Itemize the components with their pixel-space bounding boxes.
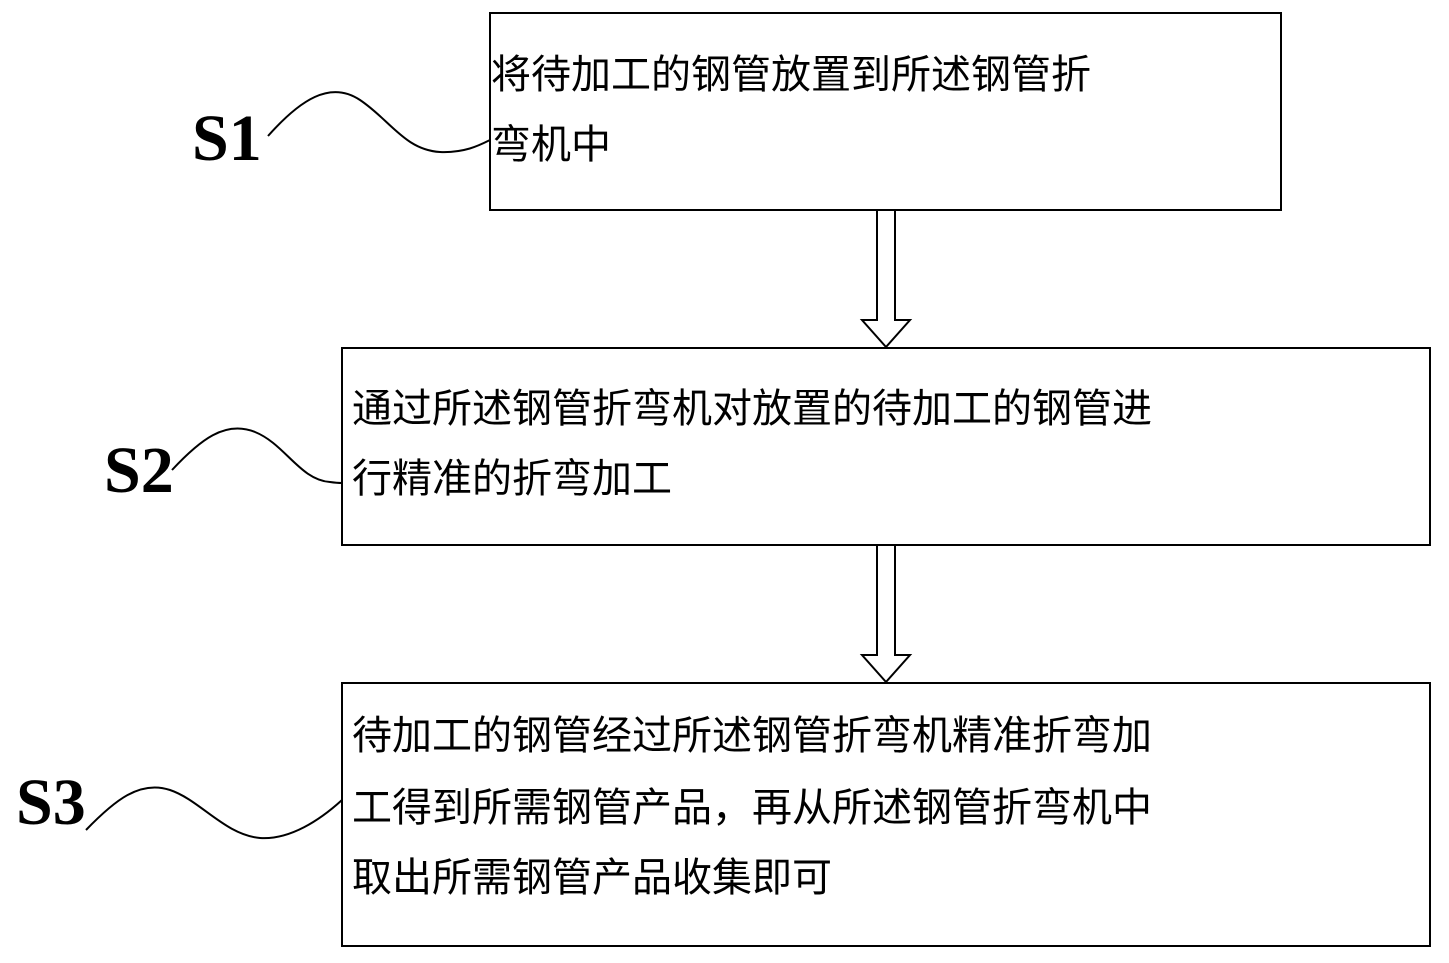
step-box-s3 xyxy=(341,682,1431,947)
step-s1-text-line: 将待加工的钢管放置到所述钢管折 xyxy=(491,52,1091,98)
step-label-s2: S2 xyxy=(104,434,174,507)
step-s2-text-line: 通过所述钢管折弯机对放置的待加工的钢管进 xyxy=(352,386,1152,432)
arrow-down-icon xyxy=(859,546,913,684)
leader-line-s3 xyxy=(85,786,343,840)
leader-line-s2 xyxy=(171,427,343,484)
step-s1-text-line: 弯机中 xyxy=(491,122,611,168)
step-s3-text-line: 工得到所需钢管产品，再从所述钢管折弯机中 xyxy=(352,785,1152,831)
step-s2-text-line: 行精准的折弯加工 xyxy=(352,456,672,502)
step-box-s2 xyxy=(341,347,1431,546)
step-label-s3: S3 xyxy=(16,766,86,839)
step-box-s1 xyxy=(489,12,1282,211)
arrow-down-icon xyxy=(859,211,913,349)
step-s3-text-line: 待加工的钢管经过所述钢管折弯机精准折弯加 xyxy=(352,713,1152,759)
step-s3-text-line: 取出所需钢管产品收集即可 xyxy=(352,855,832,901)
step-label-s1: S1 xyxy=(192,102,262,175)
leader-line-s1 xyxy=(267,91,491,154)
